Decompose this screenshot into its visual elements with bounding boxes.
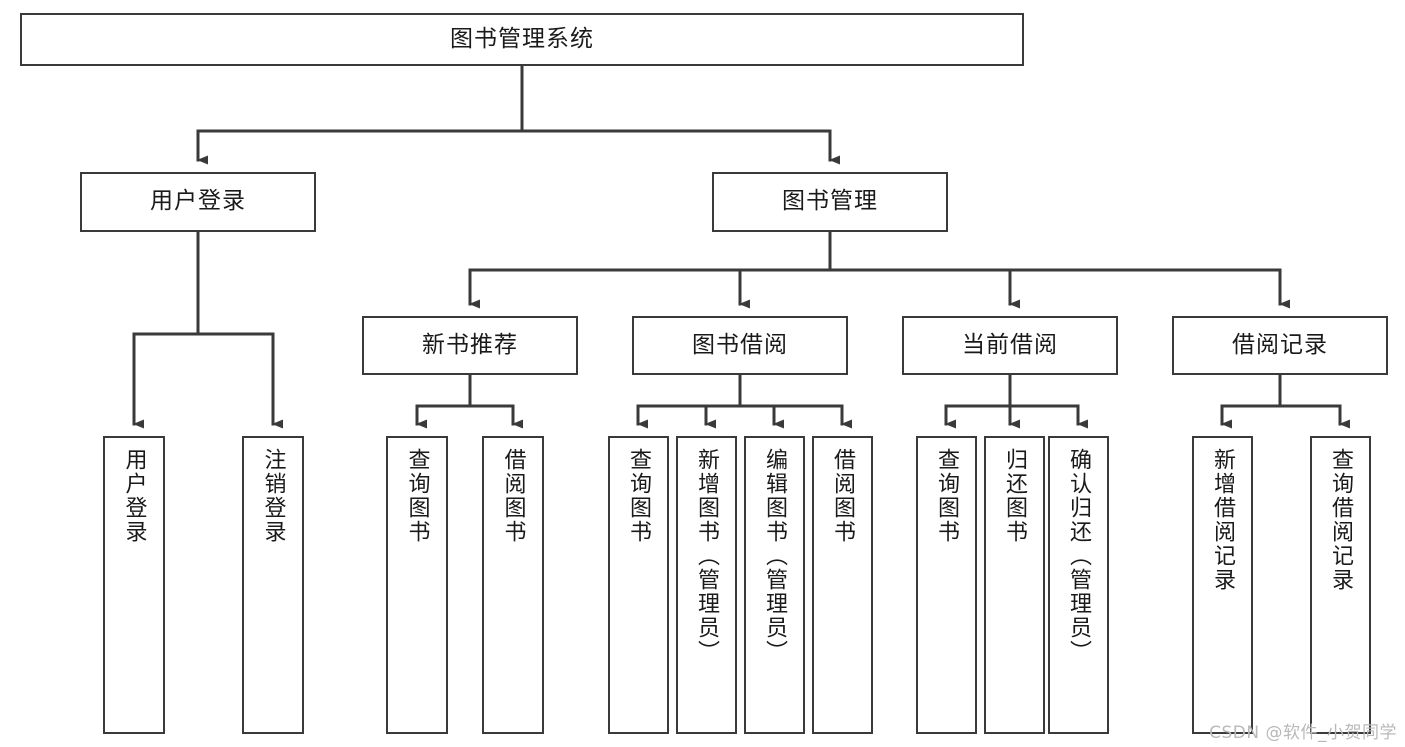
node-book-borrow[interactable]: 图书借阅 [632,316,848,375]
node-book-manage[interactable]: 图书管理 [712,172,948,232]
node-new-book-rec-label: 新书推荐 [422,331,518,358]
leaf-user-login[interactable]: 用户登录 [103,436,165,734]
leaf-add-record[interactable]: 新增借阅记录 [1192,436,1253,734]
node-book-manage-label: 图书管理 [782,188,878,215]
leaf-query-book-2[interactable]: 查询图书 [608,436,669,734]
leaf-borrow-book-1[interactable]: 借阅图书 [482,436,544,734]
leaf-user-login-label: 用户登录 [121,448,147,544]
leaf-return-book-label: 归还图书 [1002,448,1028,544]
leaf-logout[interactable]: 注销登录 [242,436,304,734]
leaf-borrow-book-1-label: 借阅图书 [500,448,526,544]
leaf-add-record-label: 新增借阅记录 [1210,448,1236,592]
node-new-book-rec[interactable]: 新书推荐 [362,316,578,375]
node-user-login[interactable]: 用户登录 [80,172,316,232]
node-borrow-record[interactable]: 借阅记录 [1172,316,1388,375]
leaf-confirm-return-label: 确认归还（管理员） [1066,448,1092,664]
node-book-borrow-label: 图书借阅 [692,331,788,358]
leaf-add-book-label: 新增图书（管理员） [694,448,720,664]
leaf-query-record[interactable]: 查询借阅记录 [1310,436,1371,734]
leaf-return-book[interactable]: 归还图书 [984,436,1045,734]
leaf-query-book-1-label: 查询图书 [404,448,430,544]
leaf-add-book[interactable]: 新增图书（管理员） [676,436,737,734]
leaf-logout-label: 注销登录 [260,448,286,544]
leaf-query-book-3[interactable]: 查询图书 [916,436,977,734]
leaf-borrow-book-2[interactable]: 借阅图书 [812,436,873,734]
csdn-watermark: CSDN @软件_小贺同学 [1209,723,1397,743]
node-user-login-label: 用户登录 [150,188,246,215]
leaf-borrow-book-2-label: 借阅图书 [830,448,856,544]
leaf-query-book-1[interactable]: 查询图书 [386,436,448,734]
leaf-query-record-label: 查询借阅记录 [1328,448,1354,592]
node-current-borrow-label: 当前借阅 [962,331,1058,358]
leaf-confirm-return[interactable]: 确认归还（管理员） [1048,436,1109,734]
node-root[interactable]: 图书管理系统 [20,13,1024,66]
leaf-edit-book-label: 编辑图书（管理员） [762,448,788,664]
node-root-label: 图书管理系统 [450,25,594,52]
leaf-edit-book[interactable]: 编辑图书（管理员） [744,436,805,734]
leaf-query-book-2-label: 查询图书 [626,448,652,544]
node-current-borrow[interactable]: 当前借阅 [902,316,1118,375]
leaf-query-book-3-label: 查询图书 [934,448,960,544]
node-borrow-record-label: 借阅记录 [1232,331,1328,358]
